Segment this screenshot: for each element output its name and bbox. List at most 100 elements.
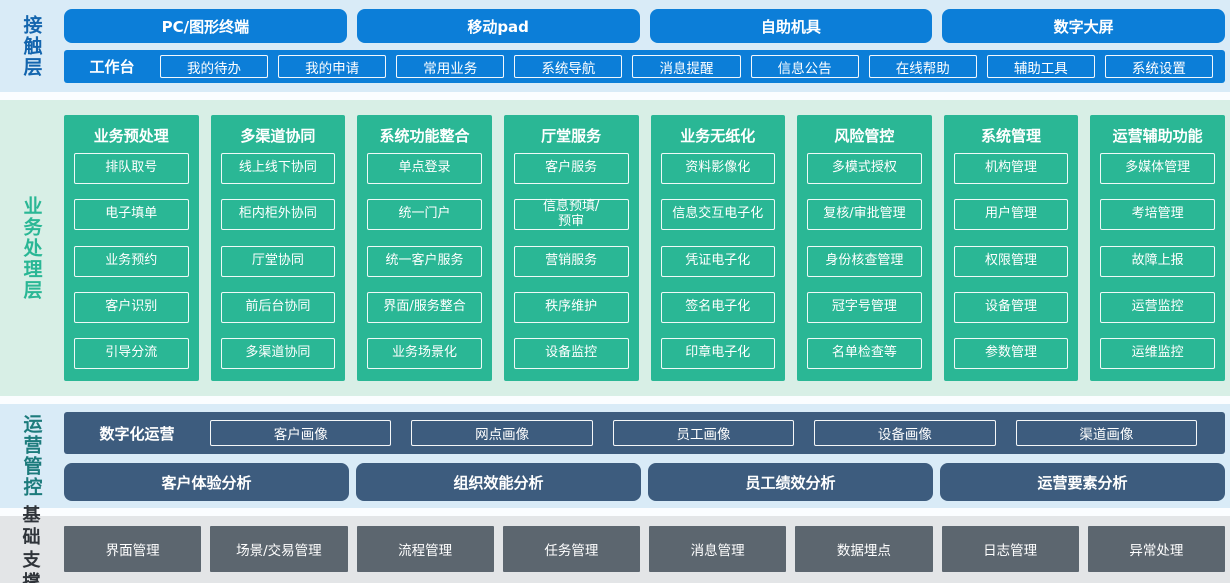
business-module: 排队取号 — [74, 153, 189, 184]
business-module: 信息交互电子化 — [660, 199, 776, 231]
workbench-item: 我的申请 — [278, 55, 387, 78]
business-module: 身份核查管理 — [807, 245, 922, 277]
foundation-box: 界面管理 — [64, 526, 202, 572]
business-module: 界面/服务整合 — [367, 291, 482, 323]
business-module: 签名电子化 — [660, 291, 776, 323]
business-module: 复核/审批管理 — [807, 199, 922, 231]
business-column-items: 单点登录统一门户统一客户服务界面/服务整合业务场景化 — [367, 153, 482, 369]
workbench-item: 消息提醒 — [632, 55, 741, 78]
foundation-layer-band: 基础支撑 界面管理场景/交易管理流程管理任务管理消息管理数据埋点日志管理异常处理 — [0, 504, 1230, 583]
analysis-row: 客户体验分析组织效能分析员工绩效分析运营要素分析 — [64, 463, 1225, 501]
business-column-items: 多媒体管理考培管理故障上报运营监控运维监控 — [1100, 153, 1215, 369]
business-module: 厅堂协同 — [220, 245, 336, 277]
business-columns: 业务预处理 排队取号电子填单业务预约客户识别引导分流 多渠道协同 线上线下协同柜… — [64, 100, 1230, 396]
business-column-title: 风险管控 — [834, 127, 895, 145]
foundation-box: 场景/交易管理 — [210, 526, 348, 572]
workbench-label: 工作台 — [89, 58, 135, 76]
business-module: 用户管理 — [953, 199, 1069, 231]
business-column: 系统管理 机构管理用户管理权限管理设备管理参数管理 — [943, 115, 1079, 381]
business-column-items: 排队取号电子填单业务预约客户识别引导分流 — [74, 153, 189, 369]
business-module: 前后台协同 — [220, 291, 336, 323]
business-column-title: 系统功能整合 — [379, 127, 470, 145]
business-module: 多媒体管理 — [1100, 153, 1215, 184]
operations-layer-content: 数字化运营 客户画像网点画像员工画像设备画像渠道画像 客户体验分析组织效能分析员… — [64, 404, 1230, 508]
operations-layer-band: 运营管控 数字化运营 客户画像网点画像员工画像设备画像渠道画像 客户体验分析组织… — [0, 404, 1230, 508]
foundation-box: 异常处理 — [1087, 526, 1225, 572]
business-module: 运营监控 — [1100, 291, 1215, 323]
business-column: 业务无纸化 资料影像化信息交互电子化凭证电子化签名电子化印章电子化 — [650, 115, 786, 381]
foundation-box: 流程管理 — [356, 526, 494, 572]
digital-operations-items: 客户画像网点画像员工画像设备画像渠道画像 — [210, 420, 1225, 446]
terminal-box: 自助机具 — [649, 9, 933, 43]
business-column: 多渠道协同 线上线下协同柜内柜外协同厅堂协同前后台协同多渠道协同 — [210, 115, 346, 381]
digital-operations-bar: 数字化运营 客户画像网点画像员工画像设备画像渠道画像 — [64, 412, 1225, 454]
workbench-item: 系统导航 — [514, 55, 623, 78]
business-module: 信息预填/ 预审 — [513, 199, 629, 231]
analysis-box: 员工绩效分析 — [648, 463, 933, 501]
foundation-box: 消息管理 — [649, 526, 787, 572]
business-module: 秩序维护 — [513, 291, 629, 323]
business-column-title: 业务预处理 — [93, 127, 169, 145]
business-column-items: 机构管理用户管理权限管理设备管理参数管理 — [953, 153, 1069, 369]
workbench-bar: 工作台 我的待办我的申请常用业务系统导航消息提醒信息公告在线帮助辅助工具系统设置 — [64, 50, 1225, 83]
business-module: 柜内柜外协同 — [220, 199, 336, 231]
foundation-box: 数据埋点 — [795, 526, 933, 572]
business-column: 风险管控 多模式授权复核/审批管理身份核查管理冠字号管理名单检查等 — [797, 115, 932, 381]
business-module: 名单检查等 — [807, 338, 922, 369]
business-module: 单点登录 — [367, 153, 482, 184]
workbench-items: 我的待办我的申请常用业务系统导航消息提醒信息公告在线帮助辅助工具系统设置 — [160, 55, 1225, 78]
business-module: 统一客户服务 — [367, 245, 482, 277]
business-column-title: 厅堂服务 — [541, 127, 602, 145]
portrait-box: 设备画像 — [814, 420, 996, 446]
business-module: 资料影像化 — [660, 153, 776, 184]
business-column-title: 系统管理 — [981, 127, 1042, 145]
business-layer-label: 业务处理层 — [20, 195, 43, 301]
business-module: 设备监控 — [513, 338, 629, 369]
business-module: 客户识别 — [74, 291, 189, 323]
business-module: 线上线下协同 — [220, 153, 336, 184]
business-module: 运维监控 — [1100, 338, 1215, 369]
portrait-box: 网点画像 — [411, 420, 593, 446]
business-module: 考培管理 — [1100, 199, 1215, 231]
business-module: 多渠道协同 — [220, 338, 336, 369]
terminal-box: PC/图形终端 — [64, 9, 347, 43]
analysis-box: 客户体验分析 — [64, 463, 349, 501]
foundation-box: 日志管理 — [941, 526, 1079, 572]
business-module: 印章电子化 — [660, 338, 776, 369]
business-module: 参数管理 — [953, 338, 1069, 369]
business-module: 客户服务 — [513, 153, 629, 184]
portrait-box: 渠道画像 — [1015, 420, 1198, 446]
business-column: 运营辅助功能 多媒体管理考培管理故障上报运营监控运维监控 — [1090, 115, 1225, 381]
digital-operations-label: 数字化运营 — [99, 424, 175, 443]
business-column-title: 多渠道协同 — [240, 127, 316, 145]
business-module: 电子填单 — [74, 199, 189, 231]
business-column: 厅堂服务 客户服务信息预填/ 预审营销服务秩序维护设备监控 — [503, 115, 639, 381]
contact-layer-label: 接触层 — [20, 14, 43, 78]
business-layer-band: 业务处理层 业务预处理 排队取号电子填单业务预约客户识别引导分流 多渠道协同 线… — [0, 100, 1230, 396]
analysis-box: 运营要素分析 — [940, 463, 1225, 501]
business-column: 业务预处理 排队取号电子填单业务预约客户识别引导分流 — [64, 115, 199, 381]
business-column-title: 运营辅助功能 — [1112, 127, 1203, 145]
workbench-item: 系统设置 — [1104, 55, 1213, 78]
business-column-items: 多模式授权复核/审批管理身份核查管理冠字号管理名单检查等 — [807, 153, 922, 369]
terminal-box: 移动pad — [356, 9, 640, 43]
workbench-item: 我的待办 — [160, 55, 269, 78]
workbench-item: 在线帮助 — [868, 55, 977, 78]
business-module: 引导分流 — [74, 338, 189, 369]
business-module: 故障上报 — [1100, 245, 1215, 277]
business-module: 凭证电子化 — [660, 245, 776, 277]
business-column-items: 线上线下协同柜内柜外协同厅堂协同前后台协同多渠道协同 — [220, 153, 336, 369]
business-module: 业务预约 — [74, 245, 189, 277]
business-module: 冠字号管理 — [807, 291, 922, 323]
analysis-box: 组织效能分析 — [356, 463, 641, 501]
business-module: 多模式授权 — [807, 153, 922, 184]
workbench-item: 信息公告 — [750, 55, 859, 78]
foundation-box: 任务管理 — [502, 526, 640, 572]
workbench-item: 常用业务 — [396, 55, 505, 78]
foundation-layer-label: 基础支撑 — [22, 504, 42, 583]
business-module: 营销服务 — [513, 245, 629, 277]
